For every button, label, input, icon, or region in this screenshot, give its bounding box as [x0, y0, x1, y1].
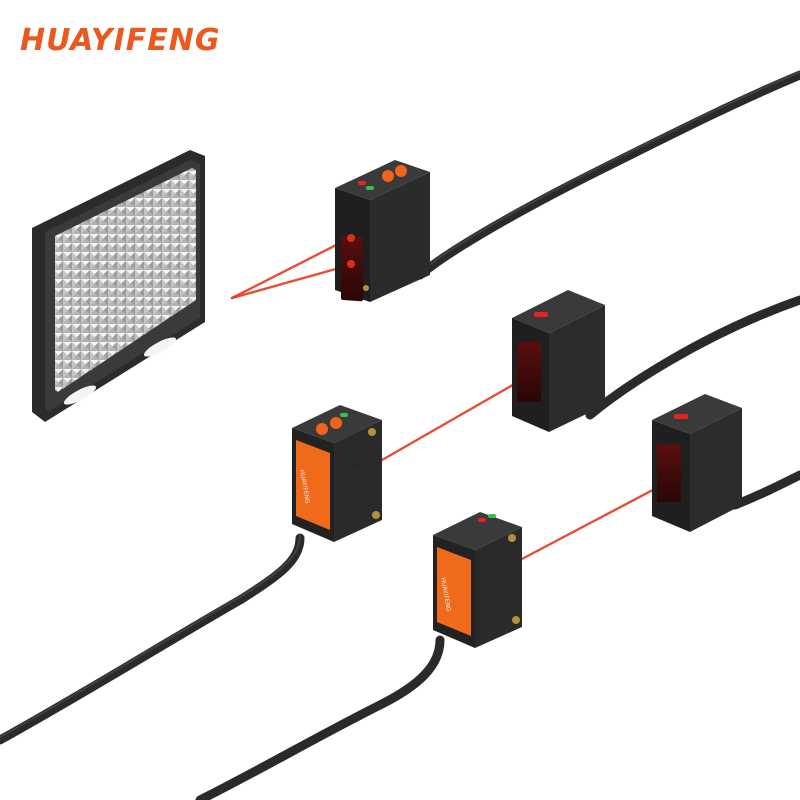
- beam-emitted: [230, 236, 352, 300]
- beam-through-2: [518, 480, 670, 562]
- through-beam-receiver-1: [512, 290, 605, 432]
- svg-text:CE: CE: [491, 572, 501, 582]
- beam-reflected: [230, 263, 352, 300]
- light-beams: [230, 236, 670, 562]
- svg-text:CE: CE: [350, 462, 360, 472]
- brand-logo: HUAYIFENG: [20, 23, 221, 58]
- retro-reflective-sensor: [335, 160, 430, 302]
- through-beam-receiver-2: [652, 394, 742, 532]
- reflector-plate: [32, 150, 205, 422]
- beam-through-1: [380, 376, 527, 462]
- through-beam-emitter-1: HUAYIFENG CE: [292, 405, 382, 542]
- through-beam-emitter-2: HUAYIFENG CE: [433, 512, 522, 648]
